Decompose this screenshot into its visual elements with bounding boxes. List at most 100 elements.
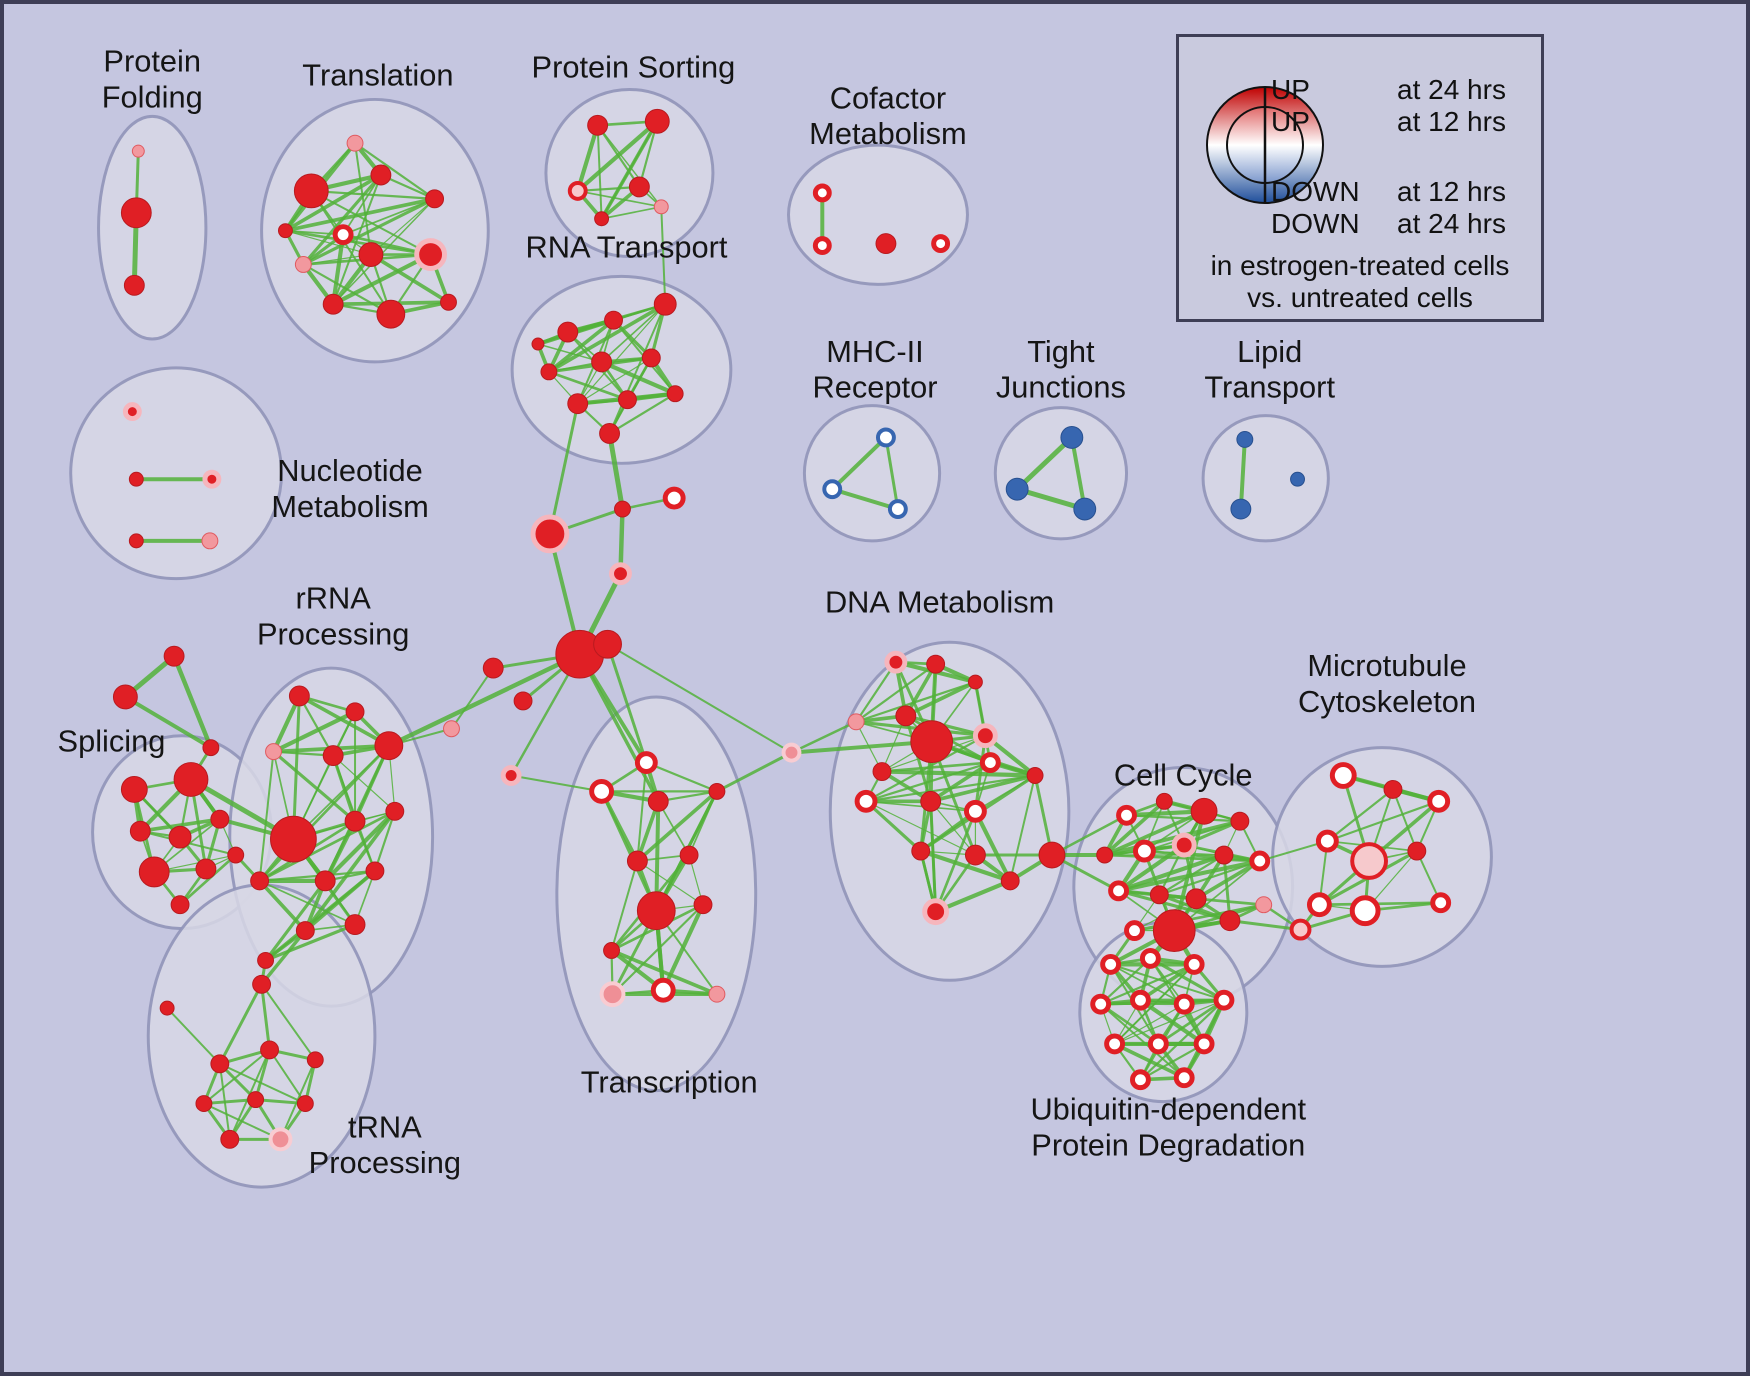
network-node xyxy=(1108,880,1130,902)
network-edge xyxy=(1099,1002,1160,1046)
network-node xyxy=(708,782,726,800)
network-edge xyxy=(606,642,648,765)
network-edge xyxy=(789,739,934,755)
network-node xyxy=(854,789,878,813)
network-node xyxy=(1130,1069,1151,1091)
network-edge xyxy=(973,809,1013,883)
legend-down-24-dir: DOWN xyxy=(1271,208,1360,239)
network-edge xyxy=(608,392,677,435)
network-edge xyxy=(1014,434,1075,492)
network-edge xyxy=(1069,435,1087,512)
network-edge xyxy=(1222,853,1232,923)
network-node xyxy=(1026,767,1044,784)
network-edge xyxy=(904,714,933,803)
cluster-ellipse-nucleotide-metabolism xyxy=(69,366,283,581)
network-node xyxy=(634,751,658,774)
network-node xyxy=(1190,797,1218,825)
network-edge xyxy=(600,789,658,913)
network-node xyxy=(931,234,951,254)
network-edge xyxy=(271,750,357,823)
legend-caption-line2: vs. untreated cells xyxy=(1247,282,1473,313)
network-edge xyxy=(1139,1042,1206,1081)
network-node xyxy=(1349,895,1381,927)
network-edge xyxy=(1326,788,1395,843)
network-node xyxy=(247,1091,265,1109)
network-edge xyxy=(635,799,661,863)
network-node xyxy=(614,500,631,518)
network-node xyxy=(1290,471,1305,487)
network-node xyxy=(887,499,908,519)
network-edge xyxy=(547,302,668,374)
network-edge xyxy=(332,755,396,812)
network-edge xyxy=(1102,819,1242,857)
network-node xyxy=(557,321,579,343)
network-node xyxy=(972,723,998,749)
network-node xyxy=(693,895,713,915)
network-node xyxy=(1116,804,1137,826)
network-node xyxy=(374,731,404,761)
network-node xyxy=(120,775,148,803)
network-node xyxy=(513,691,533,711)
network-edge xyxy=(1114,999,1225,1045)
network-node xyxy=(370,164,392,186)
network-edge xyxy=(202,1102,282,1141)
network-node xyxy=(875,233,897,255)
network-node xyxy=(173,762,209,797)
network-node xyxy=(1104,1033,1126,1055)
network-node xyxy=(872,762,892,781)
network-node xyxy=(365,861,385,881)
network-edge xyxy=(973,734,987,813)
network-node xyxy=(1152,909,1196,952)
network-node xyxy=(122,402,142,422)
network-node xyxy=(1147,1033,1169,1055)
network-node xyxy=(443,720,460,738)
network-node xyxy=(1155,792,1173,810)
network-node xyxy=(884,650,908,674)
network-node xyxy=(1000,871,1020,891)
network-node xyxy=(500,765,522,786)
network-node xyxy=(170,895,190,915)
network-node xyxy=(220,1129,240,1149)
legend-caption-line1: in estrogen-treated cells xyxy=(1210,250,1510,281)
network-edge xyxy=(263,879,327,962)
network-edge xyxy=(1114,1003,1185,1045)
network-edge xyxy=(865,800,977,856)
network-edge xyxy=(1102,799,1167,857)
network-edge xyxy=(600,120,659,220)
network-edge xyxy=(386,651,582,748)
network-edge xyxy=(929,799,938,914)
network-node xyxy=(1213,989,1235,1011)
network-node xyxy=(1350,842,1388,880)
network-edge xyxy=(607,431,625,512)
network-node xyxy=(202,469,222,489)
network-node xyxy=(250,871,270,891)
network-edge xyxy=(1116,852,1227,893)
network-edge xyxy=(1139,999,1226,1081)
network-edge xyxy=(297,694,391,748)
network-node xyxy=(922,898,950,926)
network-edge xyxy=(332,174,382,306)
network-node xyxy=(812,183,832,203)
network-edge xyxy=(123,694,213,750)
network-node xyxy=(345,702,365,722)
network-node xyxy=(257,951,275,969)
network-node xyxy=(822,479,843,500)
network-edge xyxy=(1009,774,1037,882)
network-node xyxy=(591,351,613,373)
network-node xyxy=(1171,832,1197,858)
network-edge xyxy=(609,948,719,997)
network-node xyxy=(314,870,336,892)
network-edge xyxy=(1318,901,1443,907)
network-edge xyxy=(1194,897,1266,907)
network-edge xyxy=(830,435,888,492)
network-node xyxy=(1230,498,1252,520)
network-edge xyxy=(575,123,600,193)
legend-up-24-dir: UP xyxy=(1271,74,1310,105)
network-edge xyxy=(1143,849,1262,863)
network-node xyxy=(603,942,620,959)
network-node xyxy=(1090,993,1112,1015)
network-node xyxy=(653,292,677,316)
